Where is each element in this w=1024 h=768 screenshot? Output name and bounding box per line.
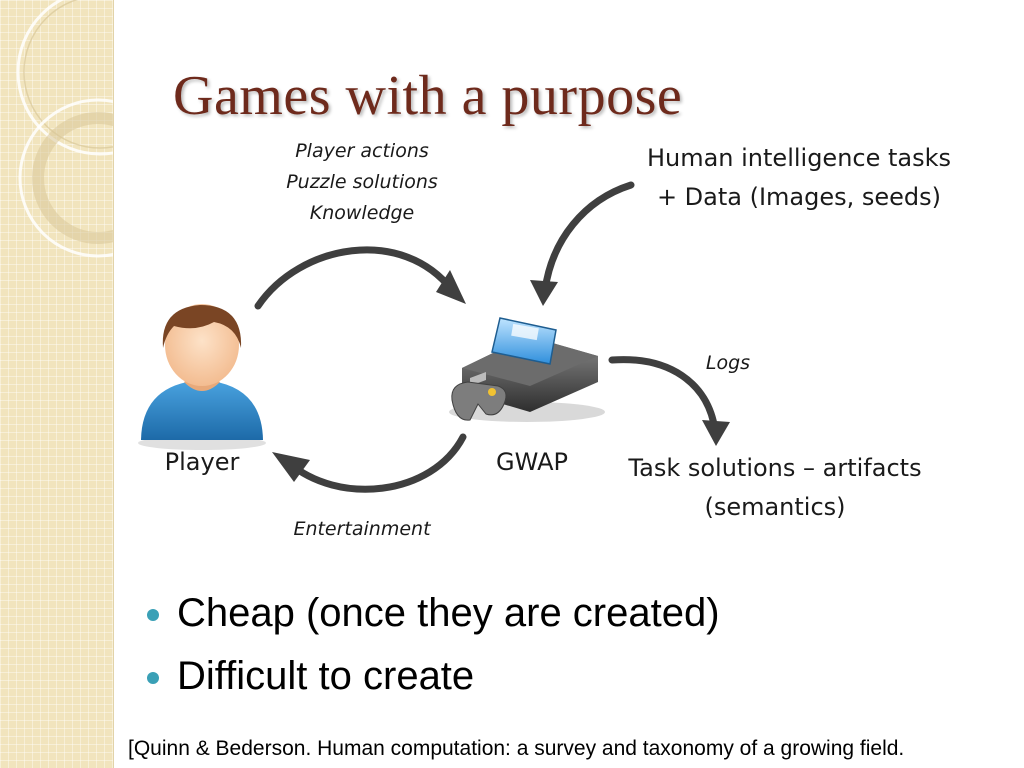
bullet-dot-icon	[147, 609, 159, 621]
player-icon	[138, 304, 266, 450]
bullet-dot-icon	[147, 672, 159, 684]
player-actions-line: Player actions	[295, 140, 429, 162]
hit-label: Human intelligence tasks + Data (Images,…	[624, 139, 974, 217]
slide-title: Games with a purpose	[173, 65, 683, 127]
bullet-text: Cheap (once they are created)	[177, 591, 720, 635]
bullet-item: Difficult to create	[146, 649, 720, 712]
puzzle-solutions-line: Puzzle solutions	[286, 171, 438, 193]
arrow-player-to-gwap	[254, 246, 456, 310]
player-actions-label: Player actions Puzzle solutions Knowledg…	[262, 136, 462, 229]
arrow-gwap-to-player	[284, 433, 467, 493]
player-label: Player	[164, 448, 240, 476]
logs-label: Logs	[705, 352, 751, 374]
citation: [Quinn & Bederson. Human computation: a …	[128, 737, 905, 760]
sidebar-decoration	[0, 0, 114, 768]
bullet-list: Cheap (once they are created) Difficult …	[146, 586, 720, 712]
hit-line: Human intelligence tasks	[646, 144, 952, 172]
game-console-icon	[449, 317, 605, 422]
gwap-label: GWAP	[496, 448, 568, 476]
bullet-text: Difficult to create	[177, 654, 475, 698]
semantics-line: (semantics)	[704, 493, 846, 521]
entertainment-label: Entertainment	[293, 518, 431, 540]
task-solutions-line: Task solutions – artifacts	[628, 454, 922, 482]
bullet-item: Cheap (once they are created)	[146, 586, 720, 649]
arrow-gwap-to-solutions	[608, 356, 719, 434]
arrow-hit-to-gwap	[541, 181, 635, 294]
arrow-heads	[272, 270, 730, 482]
ring-decoration	[16, 0, 113, 258]
knowledge-line: Knowledge	[309, 202, 415, 224]
data-line: + Data (Images, seeds)	[656, 183, 942, 211]
solutions-label: Task solutions – artifacts (semantics)	[600, 449, 950, 527]
